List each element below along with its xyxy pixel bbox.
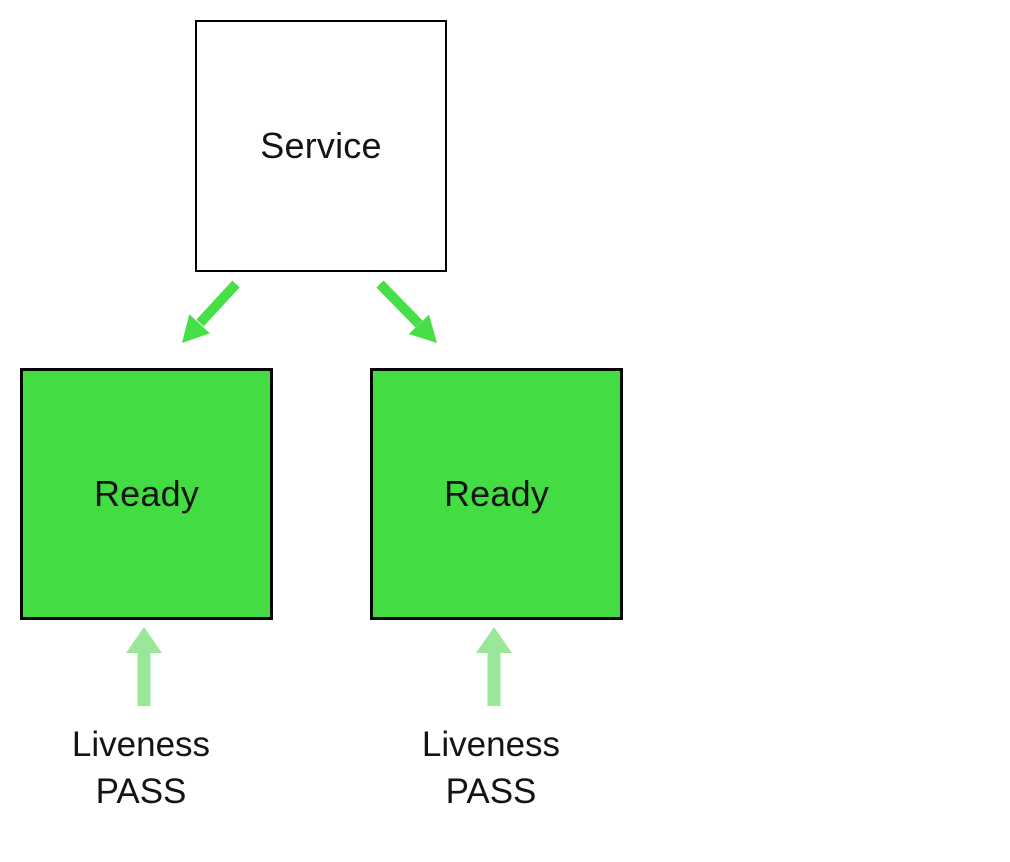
probe-arrow-head <box>476 627 512 653</box>
pod-node-1: Ready <box>20 368 273 620</box>
probe-name: Liveness <box>421 725 561 764</box>
probe-label-pod-1: Liveness PASS <box>31 721 251 815</box>
probe-result: PASS <box>95 772 187 811</box>
routing-arrow-shaft <box>376 280 423 328</box>
pod-node-2: Ready <box>370 368 623 620</box>
probe-label-pod-2: Liveness PASS <box>381 721 601 815</box>
probe-arrow-head <box>126 627 162 653</box>
pod-status-label: Ready <box>93 473 200 514</box>
probe-arrow-pod-2 <box>476 627 512 706</box>
routing-arrow-service-to-pod-2 <box>376 280 437 343</box>
probe-name: Liveness <box>71 725 211 764</box>
probe-arrow-pod-1 <box>126 627 162 706</box>
pod-status-label: Ready <box>443 473 550 514</box>
routing-arrow-head <box>182 314 210 343</box>
routing-arrow-head <box>408 314 437 343</box>
service-node: Service <box>195 20 447 272</box>
routing-arrow-service-to-pod-1 <box>182 280 240 343</box>
service-label: Service <box>260 125 382 166</box>
probe-result: PASS <box>445 772 537 811</box>
routing-arrow-shaft <box>196 280 240 327</box>
